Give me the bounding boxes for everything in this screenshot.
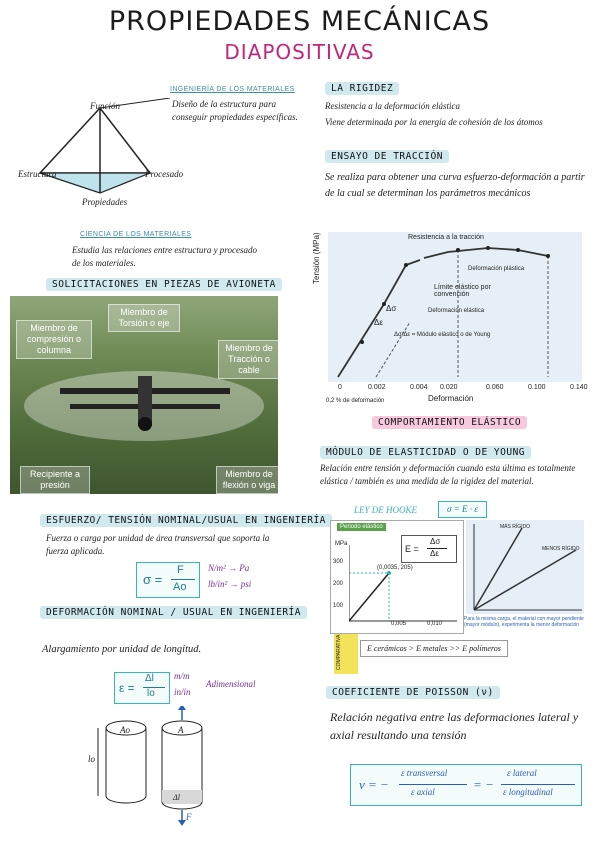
ann-limite: Límite elástico por convención [434,284,491,298]
ing-label: INGENIERÍA DE LOS MATERIALES [170,86,295,93]
airplane-icon [24,371,264,441]
xtick-1: 0.002 [368,384,386,391]
cyl-a: A [178,725,184,735]
inset-xtick-0: 0,005 [391,621,407,627]
ann-plastica: Deformación plástica [468,266,525,272]
stiffness-plot [473,524,582,611]
label-flexion: Miembro de flexión o viga [216,466,282,494]
unit-mm: m/m [174,671,190,681]
triangle-funcion: Función [90,101,120,111]
stress-formula: σ = F Ao [136,562,200,598]
triangle-procesado: Procesado [145,169,184,179]
compare-tag: COMPARATIVA [336,634,342,670]
stress-strain-svg [337,246,550,378]
deformacion-text: Alargamiento por unidad de longitud. [42,644,202,655]
cyl-ao: Ao [120,725,130,735]
ann-dsigma: Δσ [386,304,397,313]
ann-modulo: Δσ/Δε = Módulo elástico o de Young [394,332,491,338]
elastico-heading: COMPORTAMIENTO ELÁSTICO [372,416,528,429]
poisson-text: Relación negativa entre las deformacione… [330,710,579,742]
materials-tetrahedron [38,98,171,194]
page-subtitle: DIAPOSITIVAS [224,40,375,64]
ann-resistencia: Resistencia a la tracción [408,234,484,241]
inset-xtick-1: 0,010 [427,621,443,627]
hooke-label: LEY DE HOOKE [354,505,418,515]
esfuerzo-heading: ESFUERZO/ TENSIÓN NOMINAL/USUAL EN INGEN… [40,514,332,527]
poisson-heading: COEFICIENTE DE POISSON (ν) [326,686,500,699]
triangle-propiedades: Propiedades [82,197,128,207]
inset-title: Periodo elástico [337,523,386,531]
stiffness-caption: Para la misma carga, el material con may… [464,616,584,628]
chart-xlabel: Deformación [428,394,474,403]
ciencia-text: Estudia las relaciones entre estructura … [72,245,257,268]
solicitaciones-heading: SOLICITACIONES EN PIEZAS DE AVIONETA [46,278,282,291]
label-menos-rigido: MENOS RÍGIDO [542,546,580,552]
xtick-3: 0.020 [440,384,458,391]
cylinders-diagram [97,706,203,826]
cyl-lo: lo [88,754,96,764]
label-compresion: Miembro de compresión o columna [16,320,92,359]
unit-note: Adimensional [206,679,256,689]
inset-ylabel: MPa [335,541,348,547]
deformacion-heading: DEFORMACIÓN NOMINAL / USUAL EN INGENIERÍ… [40,606,307,619]
xtick-5: 0.100 [528,384,546,391]
label-recipiente: Recipiente a presión [20,466,90,494]
inset-ytick-2: 100 [333,603,344,609]
inset-point: (0,0035, 205) [377,565,413,571]
strain-formula: ε = Δl lo [114,672,170,704]
ensayo-heading: ENSAYO DE TRACCIÓN [325,150,449,163]
hooke-formula: σ = E · ε [438,501,487,518]
unit-pa: N/m² → Pa [208,563,250,573]
stiffness-chart: MÁS RÍGIDO MENOS RÍGIDO [466,520,584,614]
inset-yticks: 300 200 100 [333,551,343,617]
inset-plot [349,545,457,622]
inset-ytick-1: 200 [333,581,344,587]
label-mas-rigido: MÁS RÍGIDO [500,524,531,530]
triangle-estructura: Estructura [18,169,57,179]
esfuerzo-text: Fuerza o carga por unidad de área transv… [46,533,270,556]
ing-text: Diseño de la estructura para conseguir p… [172,99,298,122]
curve-plastic [423,247,549,259]
rigidez-line2: Viene determinada por la energía de cohe… [325,117,543,127]
poisson-formula: ν = − ε transversal ε axial = − ε latera… [350,764,582,806]
unit-inin: in/in [174,687,191,697]
rigidez-line1: Resistencia a la deformación elástica [325,101,460,111]
compare-tag-bg: COMPARATIVA [334,634,358,674]
ann-02: 0,2 % de deformación [326,398,385,404]
inset-formula: E = Δσ Δε [401,535,457,563]
page-title: PROPIEDADES MECÁNICAS [108,6,491,37]
ann-deps: Δε [374,318,383,327]
airplane-photo: Miembro de compresión o columna Miembro … [10,296,282,494]
xtick-6: 0.140 [570,384,588,391]
xtick-0: 0 [338,384,342,391]
label-torsion: Miembro de Torsión o eje [108,304,180,332]
ciencia-label: CIENCIA DE LOS MATERIALES [80,231,192,238]
xtick-2: 0.004 [410,384,428,391]
inset-ytick-0: 300 [333,559,344,565]
xtick-4: 0.060 [486,384,504,391]
chart-ylabel: Tensión (MPa) [312,232,321,284]
ensayo-text: Se realiza para obtener una curva esfuer… [325,172,585,199]
stress-strain-chart: Resistencia a la tracción Deformación pl… [328,232,582,382]
modulo-heading: MÓDULO DE ELASTICIDAD O DE YOUNG [320,446,532,459]
force-label: F [186,812,192,822]
ann-elastica: Deformación elástica [428,308,485,314]
modulo-text: Relación entre tensión y deformación cua… [320,463,576,486]
unit-psi: lb/in² → psi [208,579,252,589]
elastic-inset-chart: Periodo elástico MPa 300 200 100 (0,0035… [330,520,464,634]
compare-text: E cerámicos > E metales >> E polímeros [360,640,508,657]
cyl-delta: Δl [173,793,180,802]
label-traccion: Miembro de Tracción o cable [218,340,280,379]
rigidez-heading: LA RIGIDEZ [325,82,400,95]
